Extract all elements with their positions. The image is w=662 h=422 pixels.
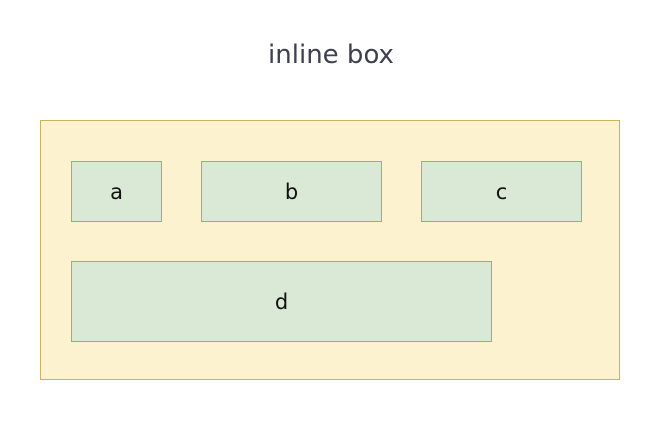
box-d: d xyxy=(71,261,492,342)
box-a: a xyxy=(71,161,162,222)
box-c: c xyxy=(421,161,582,222)
inline-box-container: a b c d xyxy=(40,120,620,380)
diagram-title: inline box xyxy=(268,40,394,70)
box-b: b xyxy=(201,161,382,222)
